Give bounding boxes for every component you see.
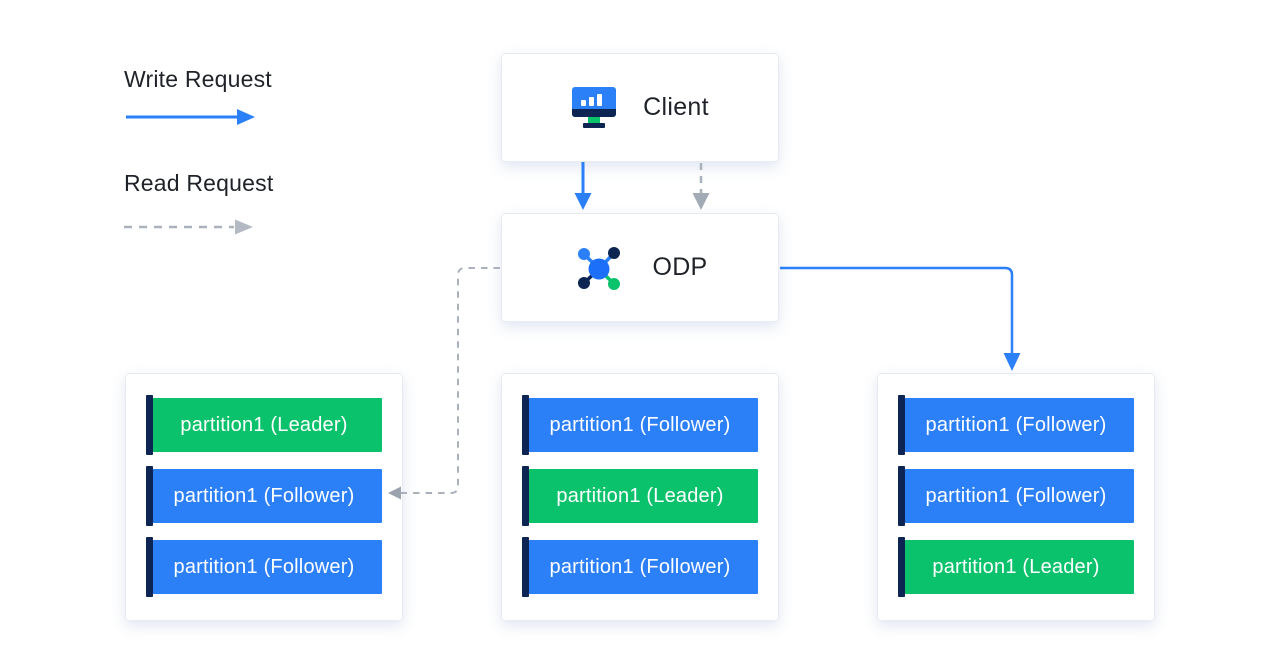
odp-node: ODP	[501, 213, 779, 322]
legend-write-arrow	[126, 109, 255, 125]
replica-group-right: partition1 (Follower) partition1 (Follow…	[877, 373, 1155, 621]
edge-client-odp-read	[692, 163, 710, 210]
partition-bar: partition1 (Follower)	[522, 395, 758, 455]
monitor-bar-chart-icon	[571, 87, 617, 128]
partition-bar: partition1 (Follower)	[898, 466, 1134, 526]
edge-odp-right-group-write	[780, 266, 1021, 371]
partition-bar: partition1 (Follower)	[522, 537, 758, 597]
client-node-label: Client	[643, 93, 709, 121]
replica-group-middle: partition1 (Follower) partition1 (Leader…	[501, 373, 779, 621]
partition-bar: partition1 (Leader)	[146, 395, 382, 455]
edge-client-odp-write	[574, 162, 592, 210]
partition-bar: partition1 (Leader)	[522, 466, 758, 526]
edge-odp-left-partition-read	[388, 267, 500, 500]
legend-write-request-label: Write Request	[124, 66, 272, 92]
partition-bar: partition1 (Follower)	[146, 537, 382, 597]
partition-bar: partition1 (Follower)	[146, 466, 382, 526]
partition-bar: partition1 (Follower)	[898, 395, 1134, 455]
legend-read-arrow	[124, 219, 253, 235]
client-node: Client	[501, 53, 779, 162]
partition-bar: partition1 (Leader)	[898, 537, 1134, 597]
odp-node-label: ODP	[652, 253, 708, 281]
legend-read-request-label: Read Request	[124, 170, 274, 196]
network-hub-icon	[572, 241, 626, 295]
replica-group-left: partition1 (Leader) partition1 (Follower…	[125, 373, 403, 621]
